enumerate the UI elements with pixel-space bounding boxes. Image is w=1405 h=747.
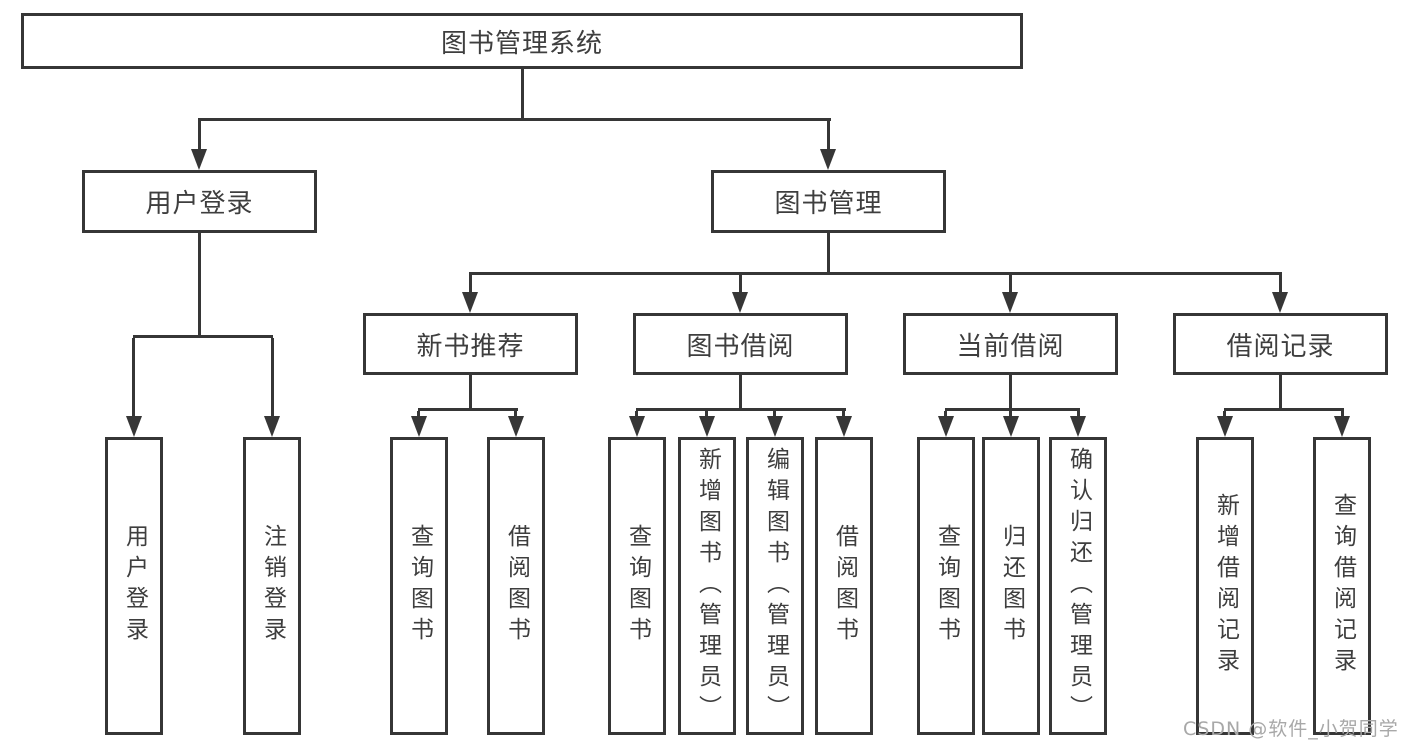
leaf-query-books-recommend-label: 查询图书 xyxy=(406,524,433,648)
connector-line xyxy=(132,338,135,417)
connector-line xyxy=(198,118,831,121)
connector-line xyxy=(827,233,830,272)
leaf-user-login-label: 用户登录 xyxy=(121,524,148,648)
connector-line xyxy=(1009,375,1012,408)
leaf-query-books-borrow-label: 查询图书 xyxy=(624,524,651,648)
connector-line xyxy=(1224,408,1344,411)
connector-line xyxy=(514,411,517,419)
leaf-borrow-books-recommend: 借阅图书 xyxy=(487,437,545,735)
node-book-management-label: 图书管理 xyxy=(774,189,883,219)
connector-line xyxy=(271,338,274,417)
arrowhead-down-icon xyxy=(836,416,852,437)
connector-line xyxy=(418,408,518,411)
arrowhead-down-icon xyxy=(264,416,280,437)
leaf-add-borrow-record: 新增借阅记录 xyxy=(1196,437,1254,735)
leaf-query-books-recommend: 查询图书 xyxy=(390,437,448,735)
leaf-borrow-book: 借阅图书 xyxy=(815,437,873,735)
arrowhead-down-icon xyxy=(767,416,783,437)
node-new-book-recommend-label: 新书推荐 xyxy=(416,331,525,362)
arrowhead-down-icon xyxy=(1002,292,1018,313)
connector-line xyxy=(1009,275,1012,293)
node-current-borrowing: 当前借阅 xyxy=(903,313,1118,375)
leaf-add-book-admin: 新增图书（管理员） xyxy=(678,437,736,735)
node-user-login: 用户登录 xyxy=(82,170,317,233)
connector-line xyxy=(521,69,524,120)
connector-line xyxy=(944,411,947,419)
connector-line xyxy=(842,411,845,419)
leaf-query-books-current: 查询图书 xyxy=(917,437,975,735)
connector-line xyxy=(469,375,472,408)
connector-line xyxy=(739,275,742,293)
connector-line xyxy=(705,411,708,419)
node-user-login-label: 用户登录 xyxy=(145,189,254,219)
node-library-system-label: 图书管理系统 xyxy=(440,28,603,59)
leaf-add-borrow-record-label: 新增借阅记录 xyxy=(1212,493,1239,679)
connector-line xyxy=(945,408,1080,411)
connector-line xyxy=(1077,411,1080,419)
leaf-confirm-return-admin-label: 确认归还（管理员） xyxy=(1065,446,1092,726)
arrowhead-down-icon xyxy=(1272,292,1288,313)
node-book-borrowing: 图书借阅 xyxy=(633,313,848,375)
arrowhead-down-icon xyxy=(1217,416,1233,437)
arrowhead-down-icon xyxy=(462,292,478,313)
arrowhead-down-icon xyxy=(126,416,142,437)
leaf-query-borrow-record: 查询借阅记录 xyxy=(1313,437,1371,735)
arrowhead-down-icon xyxy=(1334,416,1350,437)
connector-line xyxy=(827,121,830,152)
connector-line xyxy=(417,411,420,419)
arrowhead-down-icon xyxy=(508,416,524,437)
connector-line xyxy=(1341,411,1344,419)
connector-line xyxy=(198,233,201,335)
leaf-return-book: 归还图书 xyxy=(982,437,1040,735)
connector-line xyxy=(1223,411,1226,419)
arrowhead-down-icon xyxy=(938,416,954,437)
node-borrow-records: 借阅记录 xyxy=(1173,313,1388,375)
arrowhead-down-icon xyxy=(732,292,748,313)
connector-line xyxy=(469,275,472,293)
leaf-query-borrow-record-label: 查询借阅记录 xyxy=(1329,493,1356,679)
connector-line xyxy=(1279,275,1282,293)
connector-line xyxy=(469,272,1282,275)
arrowhead-down-icon xyxy=(191,149,207,170)
node-library-system: 图书管理系统 xyxy=(21,13,1023,69)
node-book-borrowing-label: 图书借阅 xyxy=(686,331,795,362)
leaf-query-books-current-label: 查询图书 xyxy=(933,524,960,648)
arrowhead-down-icon xyxy=(629,416,645,437)
connector-line xyxy=(773,411,776,419)
arrowhead-down-icon xyxy=(699,416,715,437)
connector-line xyxy=(635,411,638,419)
connector-line xyxy=(739,375,742,408)
arrowhead-down-icon xyxy=(1070,416,1086,437)
leaf-query-books-borrow: 查询图书 xyxy=(608,437,666,735)
arrowhead-down-icon xyxy=(820,149,836,170)
node-current-borrowing-label: 当前借阅 xyxy=(956,331,1065,362)
leaf-edit-book-admin-label: 编辑图书（管理员） xyxy=(762,446,789,726)
leaf-user-login: 用户登录 xyxy=(105,437,163,735)
leaf-borrow-book-label: 借阅图书 xyxy=(831,524,858,648)
connector-line xyxy=(133,335,273,338)
leaf-logout: 注销登录 xyxy=(243,437,301,735)
connector-line xyxy=(636,408,846,411)
connector-line xyxy=(1009,411,1012,419)
leaf-confirm-return-admin: 确认归还（管理员） xyxy=(1049,437,1107,735)
leaf-add-book-admin-label: 新增图书（管理员） xyxy=(694,446,721,726)
node-borrow-records-label: 借阅记录 xyxy=(1226,331,1335,362)
leaf-logout-label: 注销登录 xyxy=(259,524,286,648)
node-book-management: 图书管理 xyxy=(711,170,946,233)
node-new-book-recommend: 新书推荐 xyxy=(363,313,578,375)
leaf-borrow-books-recommend-label: 借阅图书 xyxy=(503,524,530,648)
leaf-return-book-label: 归还图书 xyxy=(998,524,1025,648)
csdn-watermark: CSDN @软件_小贺同学 xyxy=(1183,718,1399,740)
connector-line xyxy=(1279,375,1282,408)
leaf-edit-book-admin: 编辑图书（管理员） xyxy=(746,437,804,735)
arrowhead-down-icon xyxy=(411,416,427,437)
connector-line xyxy=(198,121,201,152)
arrowhead-down-icon xyxy=(1003,416,1019,437)
